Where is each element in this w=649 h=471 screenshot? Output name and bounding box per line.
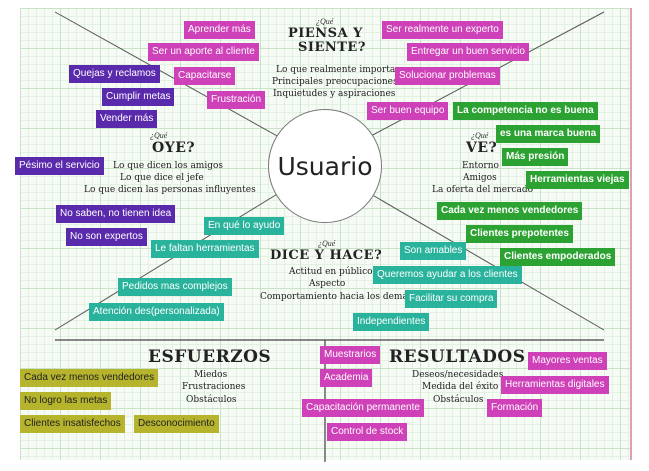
hear-title: OYE? <box>152 140 196 156</box>
sticky-note[interactable]: Control de stock <box>327 423 408 441</box>
user-label: Usuario <box>277 151 373 181</box>
gains-item-2: Medida del éxito <box>422 382 499 392</box>
sticky-note[interactable]: No son expertos <box>66 228 147 246</box>
gains-item-3: Obstáculos <box>433 395 484 405</box>
think-title-2: SIENTE? <box>298 40 366 55</box>
sticky-note[interactable]: Clientes prepotentes <box>466 225 573 243</box>
sticky-note[interactable]: En qué lo ayudo <box>204 217 285 235</box>
sticky-note[interactable]: Clientes empoderados <box>500 248 616 266</box>
sticky-note[interactable]: Aprender más <box>184 21 255 39</box>
sticky-note[interactable]: es una marca buena <box>496 125 601 143</box>
sticky-note[interactable]: Cada vez menos vendedores <box>20 369 159 387</box>
sticky-note[interactable]: Le faltan herramientas <box>151 240 259 258</box>
think-item-2: Principales preocupaciones <box>272 77 398 87</box>
sticky-note[interactable]: Cada vez menos vendedores <box>437 202 583 220</box>
think-item-3: Inquietudes y aspiraciones <box>273 89 396 99</box>
pains-title: ESFUERZOS <box>148 347 272 367</box>
think-que: ¿Qué <box>316 17 334 26</box>
hear-item-3: Lo que dicen las personas influyentes <box>84 185 256 195</box>
sticky-note[interactable]: Ser realmente un experto <box>382 21 503 39</box>
sticky-note[interactable]: No saben, no tienen idea <box>56 205 176 223</box>
sticky-note[interactable]: Frustración <box>207 91 266 109</box>
sticky-note[interactable]: Solucionar problemas <box>395 67 500 85</box>
sticky-note[interactable]: Muestrarios <box>320 346 381 364</box>
gains-item-1: Deseos/necesidades <box>412 370 504 380</box>
say-item-1: Actitud en público <box>289 267 373 277</box>
say-item-3: Comportamiento hacia los demás <box>260 292 413 302</box>
sticky-note[interactable]: Formación <box>487 399 543 417</box>
pains-item-2: Frustraciones <box>182 382 246 392</box>
say-title: DICE Y HACE? <box>270 248 383 263</box>
sticky-note[interactable]: Mayores ventas <box>528 352 607 370</box>
see-title: VE? <box>466 140 498 156</box>
gains-title: RESULTADOS <box>389 347 526 367</box>
pains-item-3: Obstáculos <box>186 395 237 405</box>
user-circle: Usuario <box>268 109 382 223</box>
sticky-note[interactable]: Son amables <box>400 242 467 260</box>
sticky-note[interactable]: Queremos ayudar a los clientes <box>373 266 522 284</box>
sticky-note[interactable]: Ser un aporte al cliente <box>148 43 259 61</box>
sticky-note[interactable]: Independientes <box>353 313 430 331</box>
hear-item-1: Lo que dicen los amigos <box>113 161 224 171</box>
hear-item-2: Lo que dice el jefe <box>120 173 204 183</box>
see-item-2: Amigos <box>463 173 497 183</box>
think-item-1: Lo que realmente importa <box>276 65 396 75</box>
sticky-note[interactable]: Capacitarse <box>174 67 236 85</box>
sticky-note[interactable]: Quejas y reclamos <box>69 65 160 83</box>
think-title-1: PIENSA Y <box>288 26 363 41</box>
sticky-note[interactable]: Ser buen equipo <box>367 102 449 120</box>
sticky-note[interactable]: Facilitar su compra <box>405 290 498 308</box>
sticky-note[interactable]: Academia <box>320 369 373 387</box>
sticky-note[interactable]: Atención des(personalizada) <box>89 303 224 321</box>
pains-item-1: Miedos <box>194 370 228 380</box>
sticky-note[interactable]: Desconocimiento <box>134 415 219 433</box>
say-item-2: Aspecto <box>309 279 346 289</box>
see-item-1: Entorno <box>462 161 499 171</box>
sticky-note[interactable]: Cumplir metas <box>102 88 175 106</box>
sticky-note[interactable]: Clientes insatisfechos <box>20 415 125 433</box>
sticky-note[interactable]: La competencia no es buena <box>453 102 598 120</box>
diagonal-bottom-right <box>368 192 605 331</box>
sticky-note[interactable]: Entregar un buen servicio <box>407 43 529 61</box>
sticky-note[interactable]: Pésimo el servicio <box>15 157 104 175</box>
hear-que: ¿Qué <box>150 131 168 140</box>
diagonal-top-left <box>54 11 280 138</box>
see-que: ¿Qué <box>471 131 489 140</box>
sticky-note[interactable]: Pedidos mas complejos <box>118 278 232 296</box>
see-item-3: La oferta del mercado <box>432 185 533 195</box>
sticky-note[interactable]: Herramientas digitales <box>501 376 609 394</box>
sticky-note[interactable]: Herramientas viejas <box>526 171 629 189</box>
sticky-note[interactable]: Vender más <box>96 110 158 128</box>
sticky-note[interactable]: No logro las metas <box>20 392 112 410</box>
sticky-note[interactable]: Más presión <box>502 148 569 166</box>
say-que: ¿Qué <box>318 239 336 248</box>
sticky-note[interactable]: Capacitación permanente <box>302 399 424 417</box>
